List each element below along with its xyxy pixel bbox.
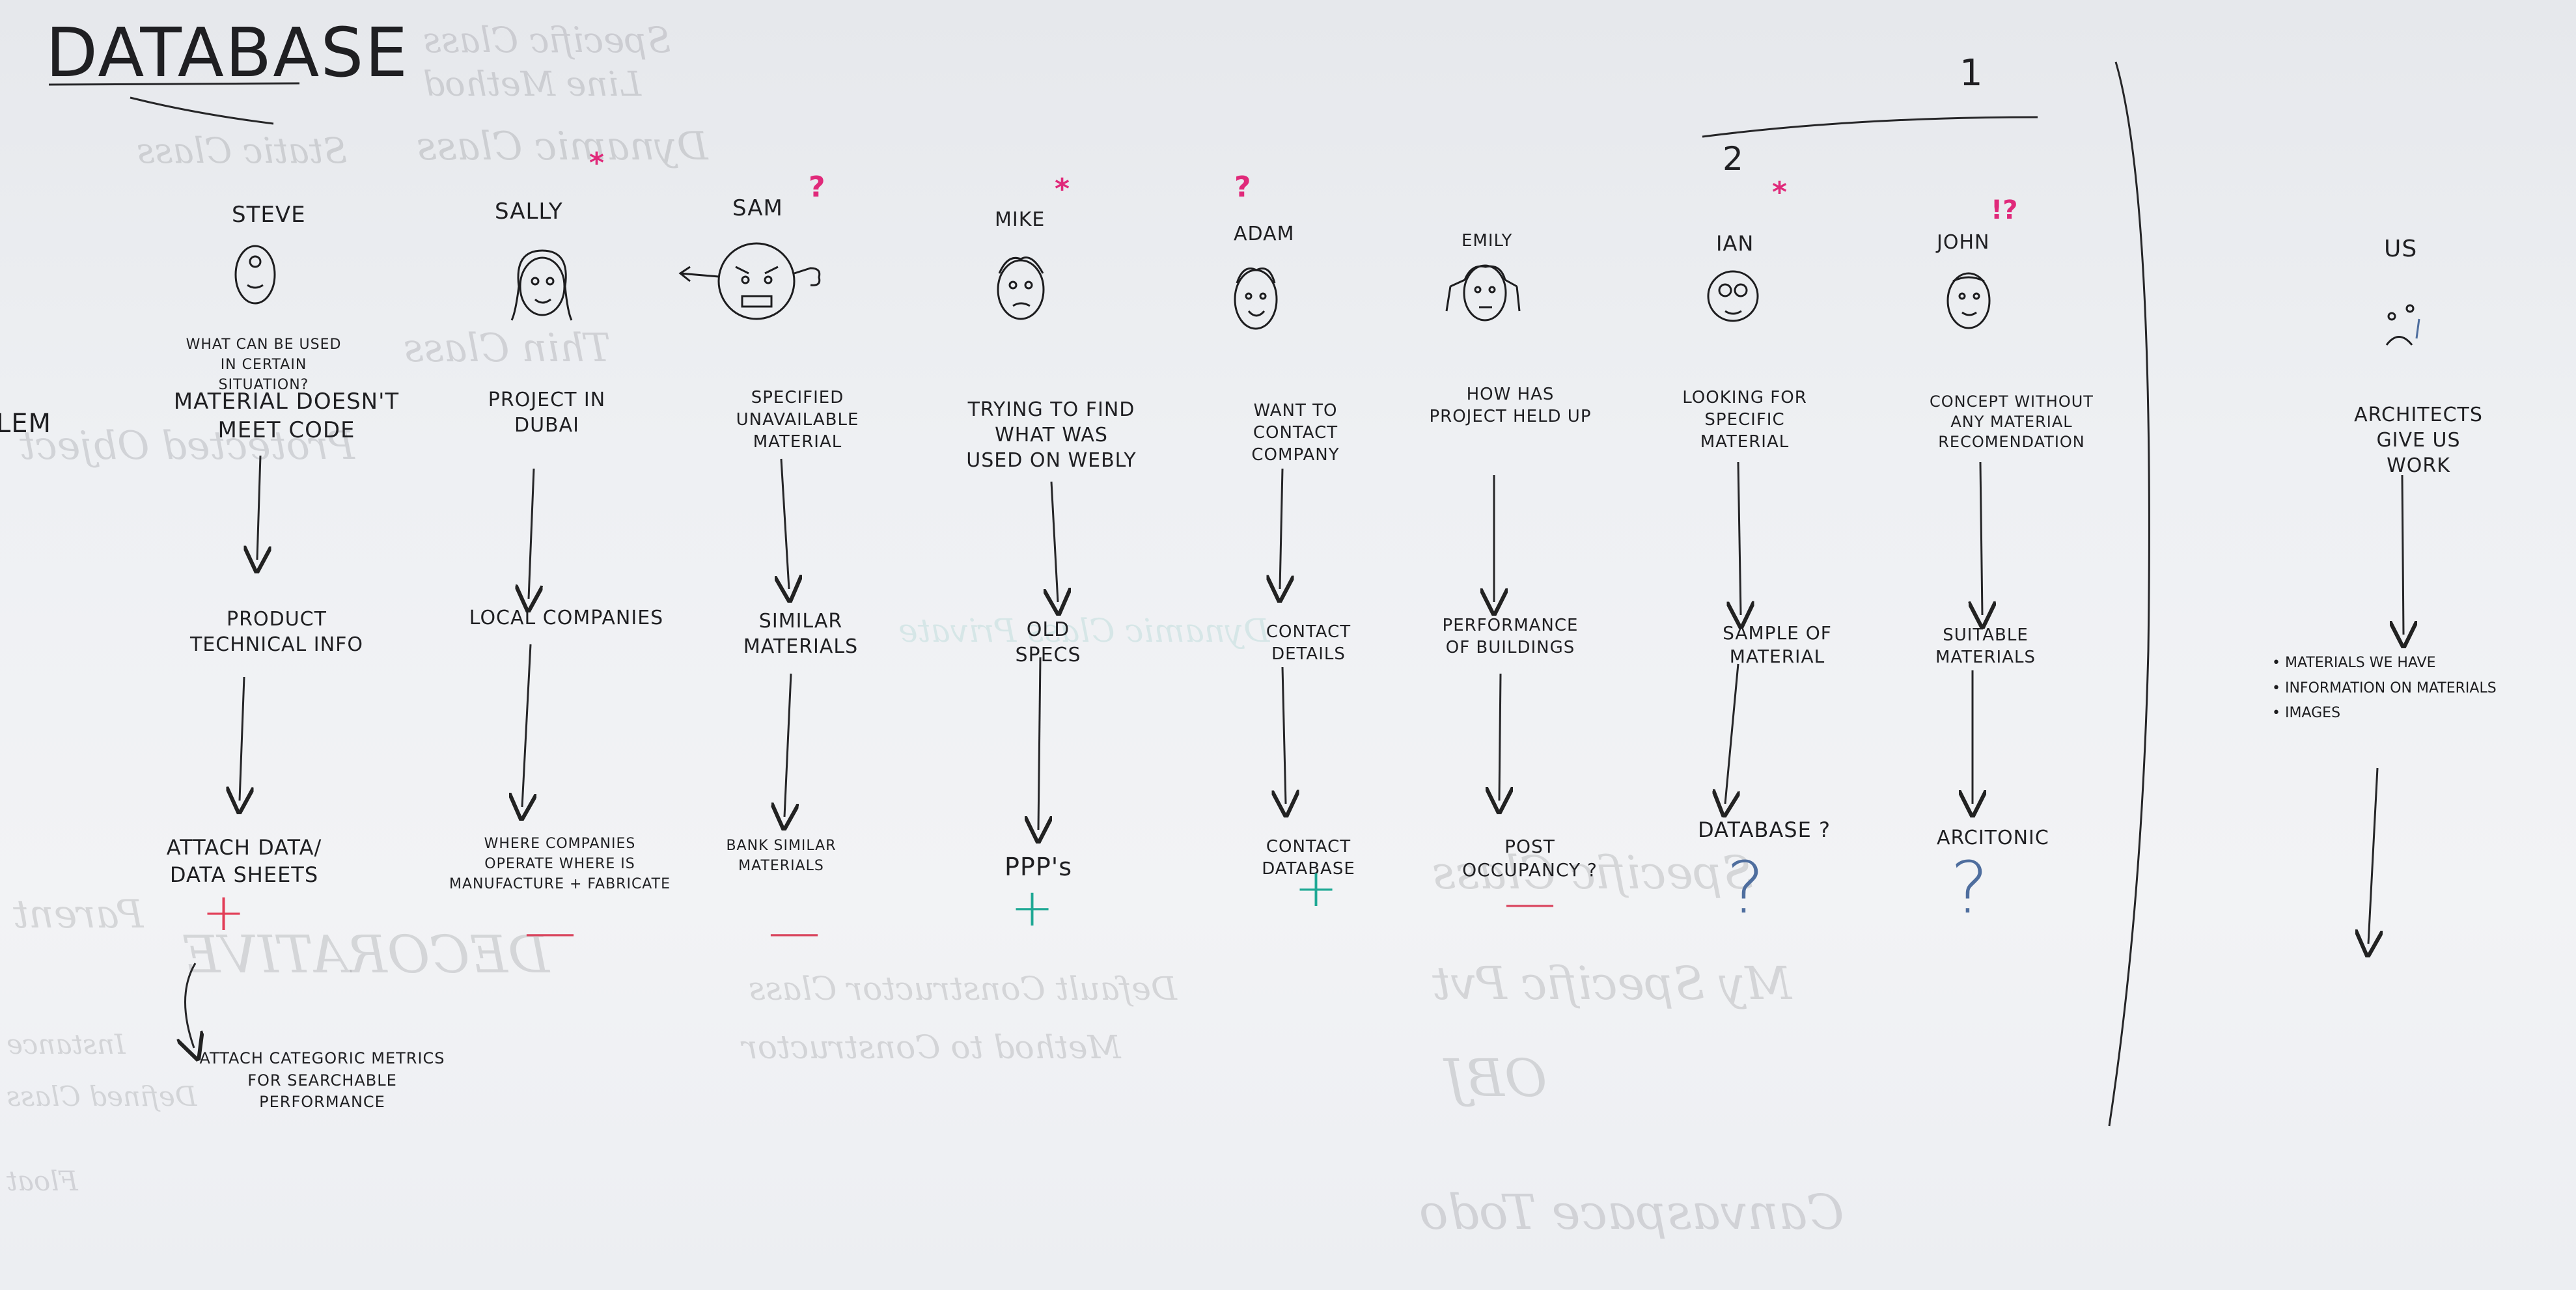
persona-need-steve: PRODUCT TECHNICAL INFO [190,608,363,656]
us-bullet-list: • MATERIALS WE HAVE • INFORMATION ON MAT… [2272,651,2497,726]
persona-name-us: US [2384,236,2418,262]
persona-need-adam: CONTACT DETAILS [1266,622,1351,664]
persona-solution-sam: BANK SIMILAR MATERIALS [726,838,837,874]
persona-need-emily: PERFORMANCE OF BUILDINGS [1442,616,1579,657]
persona-problem-john: CONCEPT WITHOUT ANY MATERIAL RECOMENDATI… [1930,392,2094,452]
persona-followup-steve: ATTACH CATEGORIC METRICS FOR SEARCHABLE … [199,1049,445,1112]
question-mark-sam: ? [809,171,825,204]
rating-mike: + [1010,877,1055,938]
persona-name-john: JOHN [1937,231,1990,254]
persona-name-sally: SALLY [495,199,563,225]
star-mark-sally: * [589,146,605,180]
list-item: • MATERIALS WE HAVE [2272,655,2436,671]
persona-name-sam: SAM [732,195,783,221]
persona-solution-mike: PPP's [1004,853,1072,881]
star-mark-mike: * [1055,172,1070,206]
list-item: • IMAGES [2272,705,2341,721]
rating-steve: + [202,882,246,942]
persona-solution-emily: POST OCCUPANCY ? [1462,836,1598,881]
persona-name-ian: IAN [1716,231,1754,256]
persona-solution-sally: WHERE COMPANIES OPERATE WHERE IS MANUFAC… [449,836,671,892]
persona-need-sally: LOCAL COMPANIES [469,607,664,629]
persona-name-mike: MIKE [995,208,1046,231]
persona-problem-ian: LOOKING FOR SPECIFIC MATERIAL [1682,388,1807,452]
star-mark-ian: * [1772,176,1788,209]
persona-problem-emily: HOW HAS PROJECT HELD UP [1429,385,1592,426]
rating-ian: ? [1726,846,1765,929]
persona-name-emily: EMILY [1461,231,1513,251]
persona-note-steve: WHAT CAN BE USED IN CERTAIN SITUATION? [186,336,342,393]
priority-number-ian: 2 [1723,140,1744,178]
persona-solution-ian: DATABASE ? [1698,817,1831,842]
page-number: 1 [1960,52,1984,94]
persona-need-mike: OLD SPECS [1015,618,1081,666]
persona-name-steve: STEVE [232,202,306,228]
persona-solution-adam: CONTACT DATABASE [1262,837,1355,879]
rating-john: ? [1950,846,1989,929]
persona-problem-steve: MATERIAL DOESN'T MEET CODE [173,389,400,444]
question-mark-adam: ? [1234,171,1251,204]
rating-adam: + [1294,858,1338,918]
persona-problem-sam: SPECIFIED UNAVAILABLE MATERIAL [736,388,859,452]
persona-need-john: SUITABLE MATERIALS [1935,625,2036,667]
left-edge-text: LEM [0,409,52,439]
rating-sam: — [768,901,820,962]
exclaim-mark-john: !? [1991,195,2018,225]
rating-emily: — [1504,872,1556,933]
persona-problem-us: ARCHITECTS GIVE US WORK [2354,404,2483,477]
persona-name-adam: ADAM [1234,223,1295,245]
persona-solution-john: ARCITONIC [1937,827,2049,849]
persona-solution-steve: ATTACH DATA/ DATA SHEETS [166,835,322,887]
board-title: DATABASE [46,13,409,92]
persona-need-ian: SAMPLE OF MATERIAL [1723,622,1832,668]
persona-need-sam: SIMILAR MATERIALS [743,610,859,658]
persona-problem-sally: PROJECT IN DUBAI [488,389,606,437]
rating-sally: — [524,901,576,962]
persona-problem-mike: TRYING TO FIND WHAT WAS USED ON WEBLY [966,398,1137,472]
persona-problem-adam: WANT TO CONTACT COMPANY [1251,401,1340,465]
list-item: • INFORMATION ON MATERIALS [2272,679,2497,696]
